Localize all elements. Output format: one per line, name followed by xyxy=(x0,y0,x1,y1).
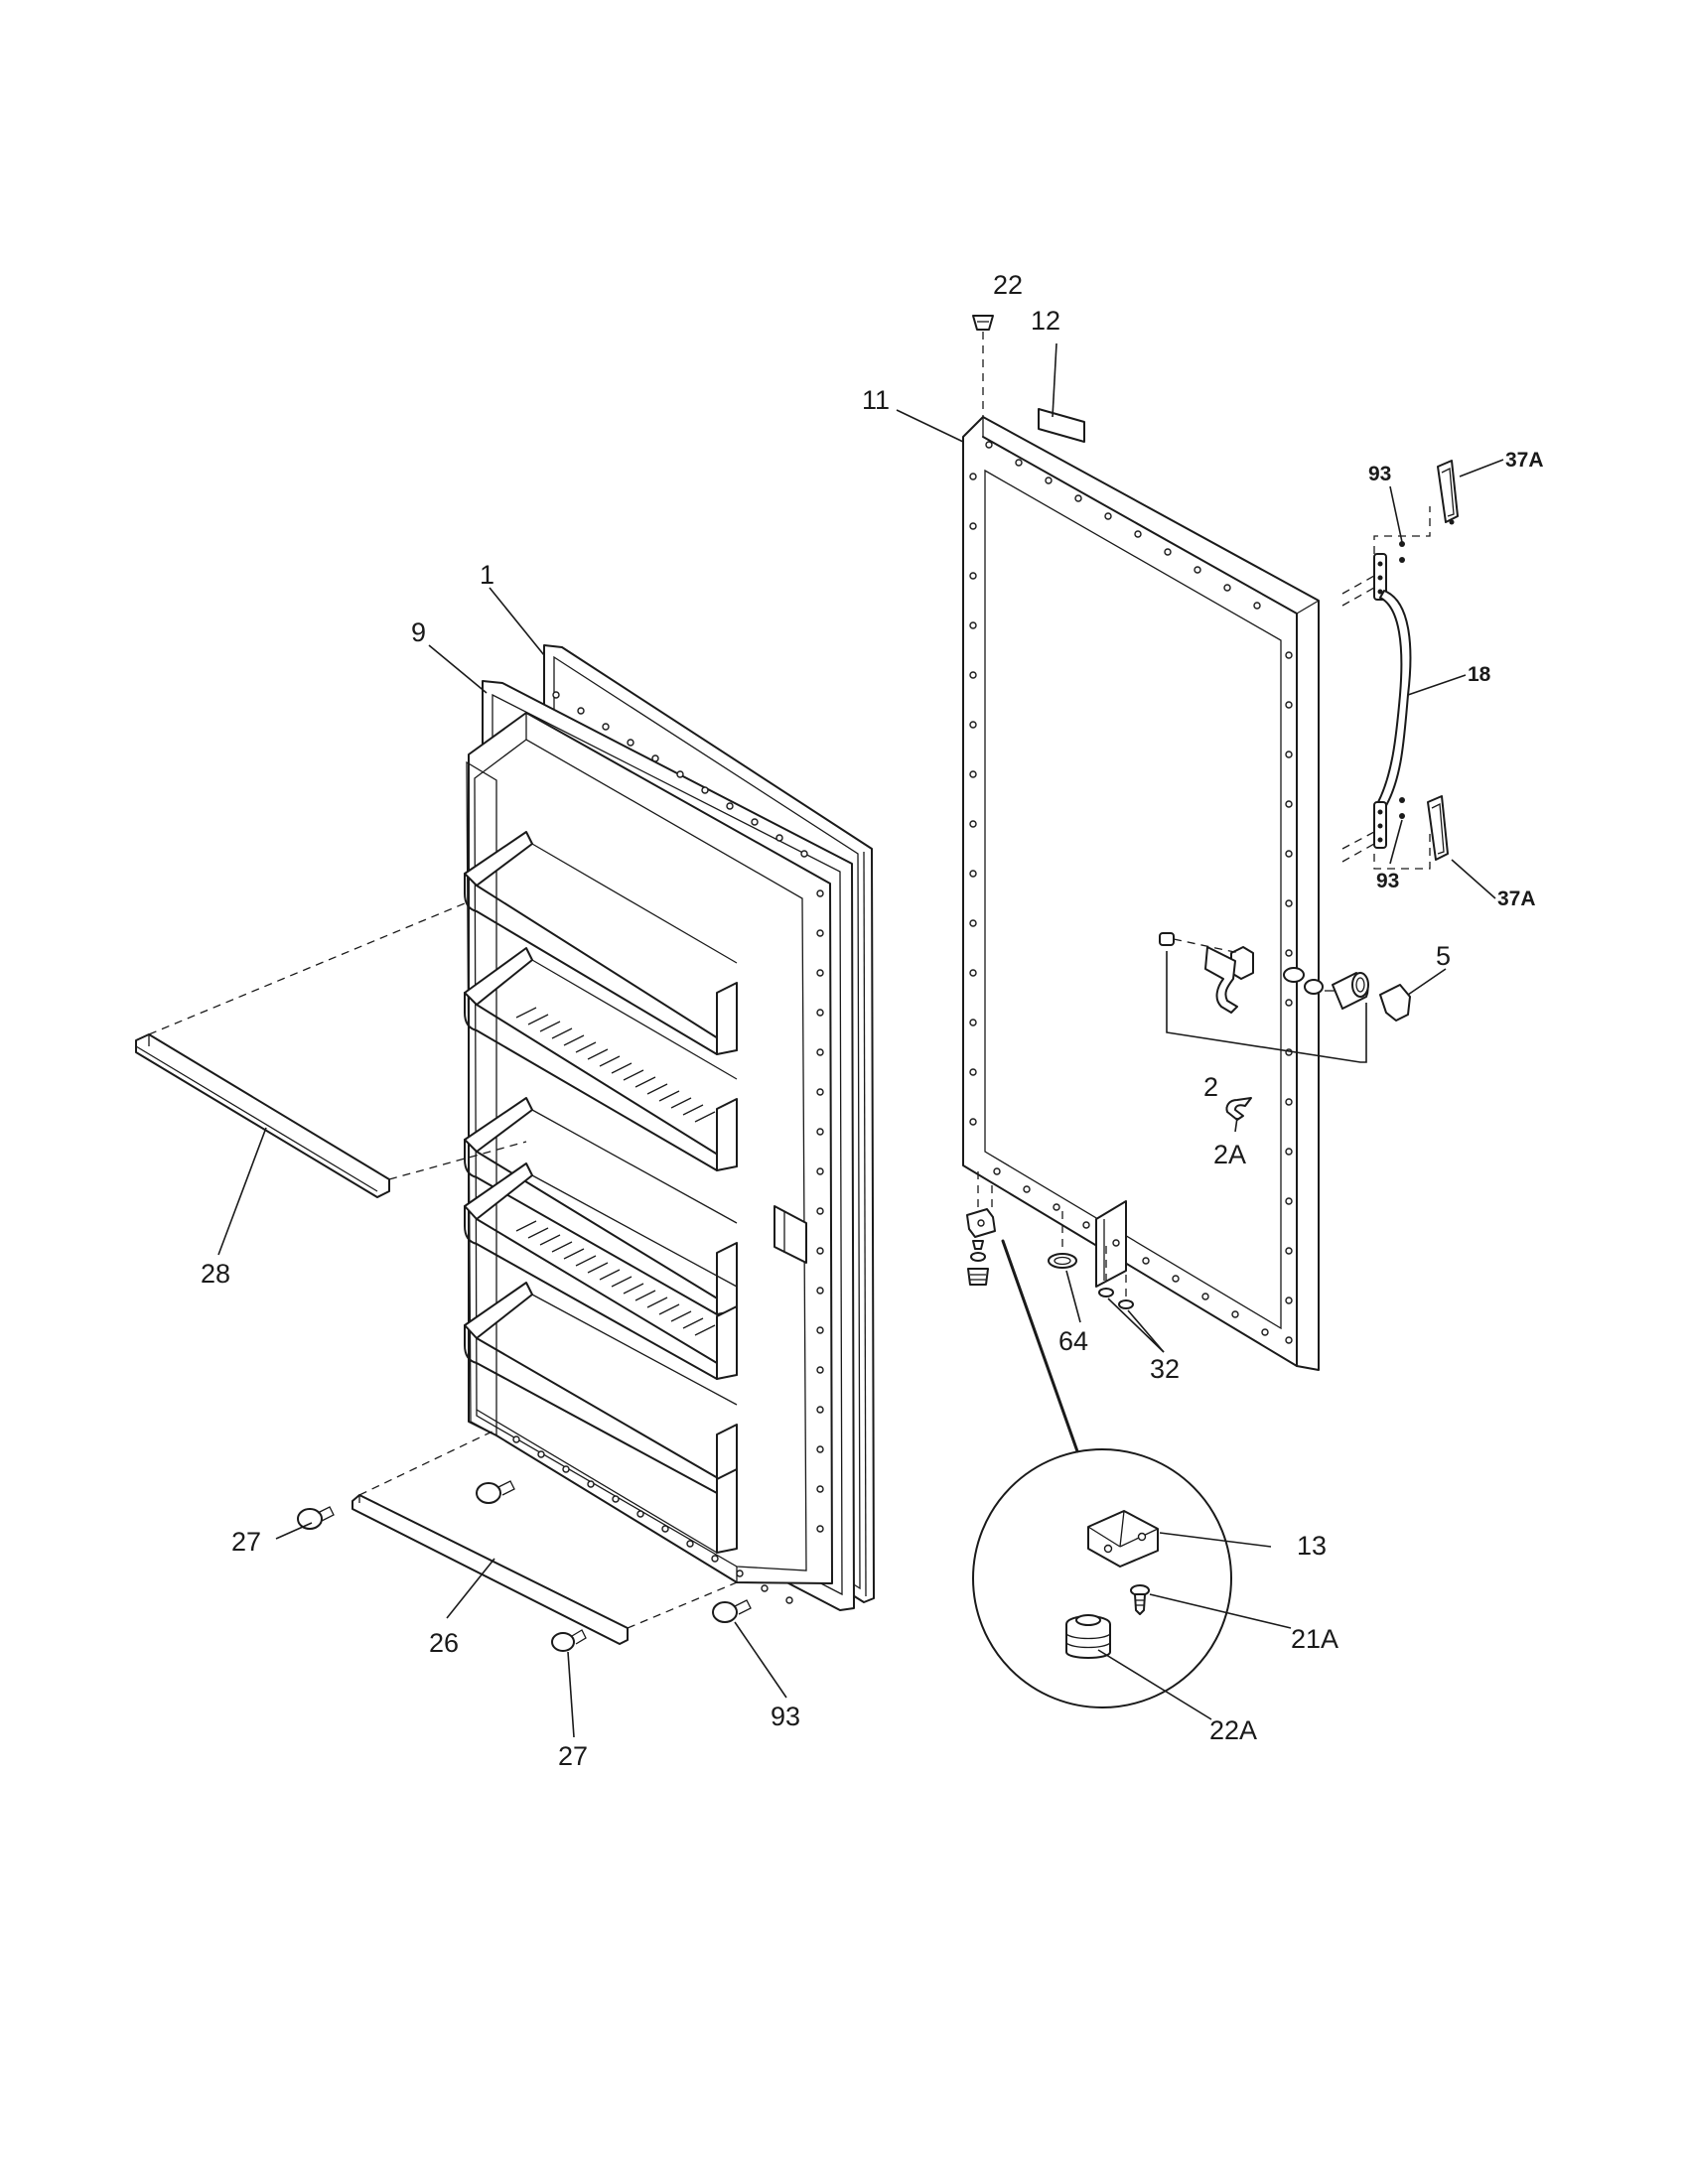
callout-1: 1 xyxy=(480,560,494,590)
callout-21a: 21A xyxy=(1291,1624,1338,1654)
callout-18: 18 xyxy=(1468,663,1491,686)
handle-cover-bottom xyxy=(1427,795,1449,861)
callout-32: 32 xyxy=(1150,1354,1180,1384)
callout-64: 64 xyxy=(1058,1326,1088,1356)
callout-22: 22 xyxy=(993,270,1023,300)
screw-liner-left xyxy=(476,1480,515,1504)
leader-lines xyxy=(217,342,1504,1738)
shelf-ribs-lower xyxy=(515,1220,716,1336)
callout-37a-bottom: 37A xyxy=(1497,887,1536,910)
panel-holes xyxy=(969,441,1293,1344)
hinge-detail-circle xyxy=(972,1448,1232,1708)
hinge-hardware xyxy=(966,1171,996,1286)
callout-93-top: 93 xyxy=(1368,463,1391,485)
callout-93-lower: 93 xyxy=(1376,870,1399,892)
callout-22a: 22A xyxy=(1209,1715,1257,1745)
callout-12: 12 xyxy=(1031,306,1060,336)
shelf-retainer-bar-lower xyxy=(352,1429,738,1645)
door-liner xyxy=(466,712,833,1584)
callout-2: 2 xyxy=(1203,1072,1218,1102)
gasket-holes-left xyxy=(512,691,824,1604)
callout-27-left: 27 xyxy=(231,1527,261,1557)
outer-door-panel xyxy=(962,416,1320,1371)
callout-27-bottom: 27 xyxy=(558,1741,588,1771)
callout-labels: 1 9 28 27 27 26 93 22 12 11 93 37A 18 93… xyxy=(201,270,1544,1771)
handle-cover-top xyxy=(1437,460,1459,525)
callout-37a-top: 37A xyxy=(1505,449,1544,472)
callout-2a: 2A xyxy=(1213,1140,1246,1169)
plug-button-left xyxy=(297,1506,335,1530)
top-plug xyxy=(972,315,994,417)
handle-assembly xyxy=(1341,506,1431,870)
callout-13: 13 xyxy=(1297,1531,1327,1561)
lock-assembly xyxy=(1159,932,1411,1121)
callout-5: 5 xyxy=(1436,941,1451,971)
grommet-and-washers xyxy=(1048,1211,1134,1309)
callout-93-left: 93 xyxy=(771,1702,800,1731)
detail-connector xyxy=(1001,1239,1079,1453)
door-shelves xyxy=(464,831,738,1554)
shelf-ribs-upper xyxy=(515,1007,716,1123)
label-plate xyxy=(1038,408,1085,443)
shelf-retainer-bar-upper xyxy=(135,902,527,1198)
callout-28: 28 xyxy=(201,1259,230,1289)
screw-liner-bottom xyxy=(712,1599,752,1623)
callout-26: 26 xyxy=(429,1628,459,1658)
plug-button-bottom xyxy=(551,1629,587,1652)
callout-9: 9 xyxy=(411,617,426,647)
callout-11: 11 xyxy=(862,385,890,415)
